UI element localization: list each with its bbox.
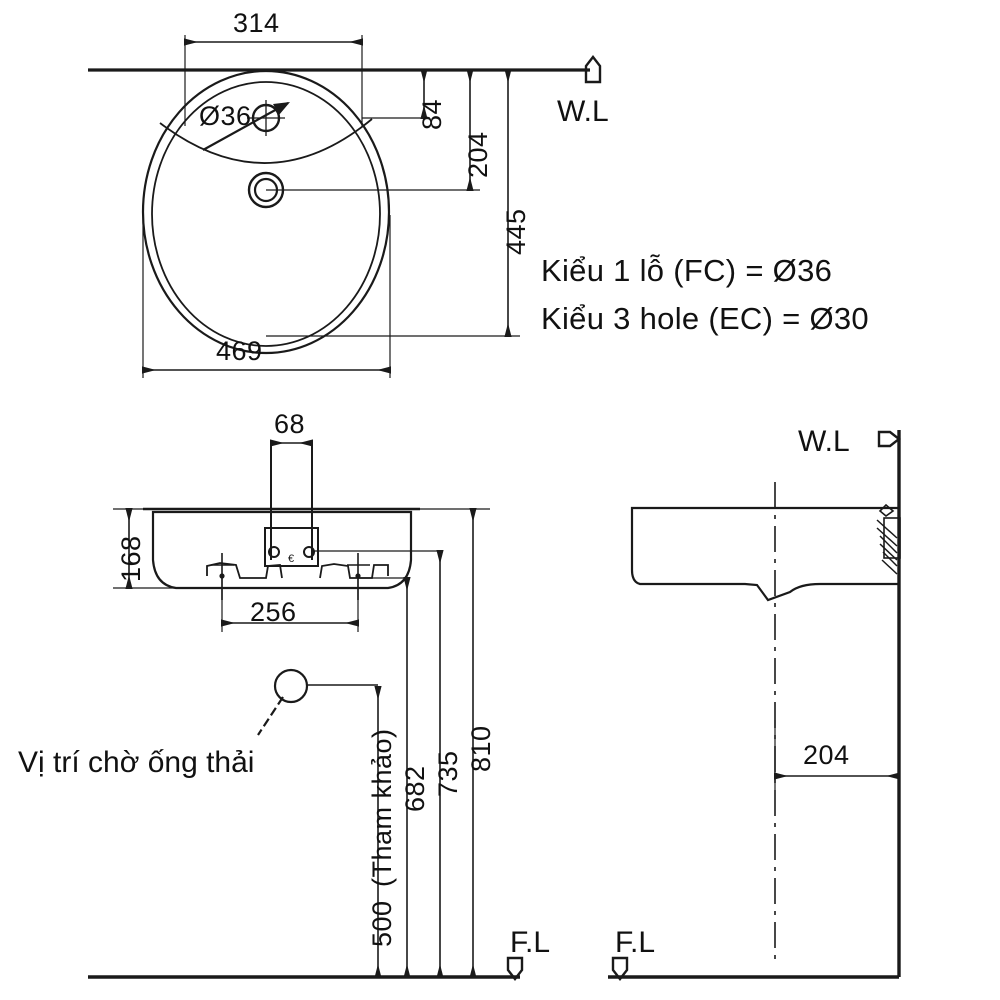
top-view-water-level-marker	[584, 55, 602, 84]
dim-label-735: 735	[433, 750, 463, 797]
floor-level-label-front: F.L	[510, 926, 551, 959]
front-view-group: €	[88, 439, 524, 981]
bracket-point-right	[355, 573, 361, 579]
legend-line-2: Kiểu 3 hole (EC) = Ø30	[541, 301, 869, 336]
wall-bracket-detail	[876, 503, 901, 575]
floor-level-label-side: F.L	[615, 926, 656, 959]
side-view-water-level-marker	[877, 430, 901, 448]
waste-pipe-position-note: Vị trí chờ ống thải	[18, 746, 255, 779]
faucet-diameter-leader-arrow	[273, 102, 290, 115]
bracket-bolt-hole-right	[303, 546, 315, 558]
waste-pipe-circle	[273, 668, 309, 704]
basin-faucet-deck-curve	[159, 118, 373, 164]
dim-label-314: 314	[233, 8, 280, 38]
basin-inner-rim	[151, 81, 381, 347]
water-level-label-top: W.L	[557, 95, 609, 128]
faucet-diameter-leader	[202, 102, 289, 151]
top-view-group	[88, 35, 602, 378]
side-view-floor-level-marker	[611, 956, 629, 981]
dim-label-500-suffix: (Tham khảo)	[367, 728, 397, 887]
bracket-bolt-hole-left	[268, 546, 280, 558]
side-view-group	[608, 430, 901, 981]
dim-label-500: 500	[367, 900, 397, 947]
water-level-label-side: W.L	[798, 425, 850, 458]
basin-outer-rim	[141, 69, 391, 355]
dim-label-810: 810	[466, 725, 496, 772]
waste-pipe-leader	[257, 696, 284, 736]
dim-label-682: 682	[400, 765, 430, 812]
dim-label-84: 84	[417, 98, 447, 130]
faucet-mounting-bracket	[264, 527, 319, 567]
support-bracket-right	[319, 563, 389, 579]
dim-label-204-side: 204	[803, 740, 850, 770]
dim-label-68: 68	[274, 409, 306, 439]
dim-label-204-top: 204	[463, 131, 493, 178]
dim-label-469: 469	[216, 336, 263, 366]
dim-label-256: 256	[250, 597, 297, 627]
bracket-point-left	[219, 573, 225, 579]
legend-line-1: Kiểu 1 lỗ (FC) = Ø36	[541, 253, 833, 288]
basin-front-body-outline	[151, 510, 413, 590]
dim-label-168: 168	[116, 535, 146, 582]
dim-label-445: 445	[501, 208, 531, 255]
faucet-hole-diameter-label: Ø36	[199, 101, 252, 131]
side-basin-profile	[630, 506, 901, 602]
bracket-center-mark: €	[288, 553, 294, 565]
front-view-floor-level-marker	[506, 956, 524, 981]
